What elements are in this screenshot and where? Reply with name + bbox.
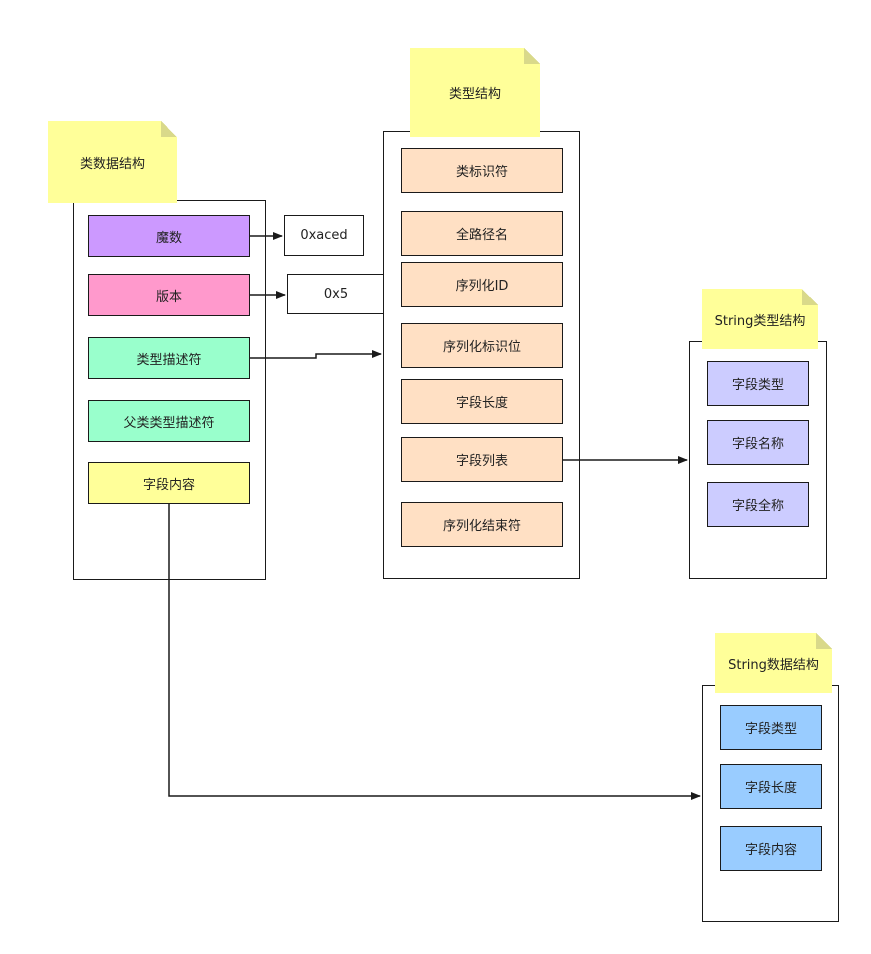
type-field-end-marker-label: 序列化结束符: [442, 519, 521, 534]
string-type-field-name: 字段名称: [707, 420, 809, 465]
string-type-field-fullname: 字段全称: [707, 482, 809, 527]
field-content-label: 字段内容: [142, 477, 195, 493]
field-type-descriptor: 类型描述符: [88, 337, 250, 379]
type-field-field-length: 字段长度: [401, 379, 563, 424]
field-type-descriptor-label: 类型描述符: [136, 352, 202, 368]
field-version: 版本: [88, 274, 250, 316]
version-value-label: 0x5: [323, 286, 349, 302]
class-data-note: 类数据结构: [48, 121, 177, 203]
magic-value-label: 0xaced: [300, 228, 348, 243]
version-value: 0x5: [287, 274, 385, 314]
magic-value: 0xaced: [284, 215, 364, 256]
string-type-note: String类型结构: [702, 289, 818, 349]
note-fold-icon: [816, 633, 832, 649]
field-version-label: 版本: [155, 289, 182, 305]
string-type-field-type: 字段类型: [707, 361, 809, 406]
string-data-note: String数据结构: [715, 633, 832, 693]
string-data-field-length-label: 字段长度: [744, 781, 797, 796]
type-field-serial-flag: 序列化标识位: [401, 323, 563, 368]
string-data-title: String数据结构: [728, 657, 819, 673]
class-data-container: [73, 200, 266, 580]
class-data-title: 类数据结构: [79, 156, 145, 172]
string-data-field-type: 字段类型: [720, 705, 822, 750]
field-parent-type-descriptor-label: 父类类型描述符: [123, 415, 215, 431]
type-field-full-path: 全路径名: [401, 211, 563, 256]
type-field-end-marker: 序列化结束符: [401, 502, 563, 547]
string-data-field-content-label: 字段内容: [744, 843, 797, 858]
field-magic: 魔数: [88, 215, 250, 257]
string-type-field-name-label: 字段名称: [731, 437, 784, 452]
type-field-class-id-label: 类标识符: [455, 165, 508, 180]
field-parent-type-descriptor: 父类类型描述符: [88, 400, 250, 442]
type-field-serial-flag-label: 序列化标识位: [442, 340, 521, 355]
type-struct-title: 类型结构: [448, 87, 501, 102]
type-struct-note: 类型结构: [410, 48, 540, 137]
field-magic-label: 魔数: [155, 230, 182, 246]
type-field-serial-id-label: 序列化ID: [455, 279, 509, 294]
note-fold-icon: [524, 48, 540, 64]
type-field-serial-id: 序列化ID: [401, 262, 563, 307]
type-field-field-length-label: 字段长度: [455, 396, 508, 411]
string-type-field-type-label: 字段类型: [731, 378, 784, 393]
string-data-field-content: 字段内容: [720, 826, 822, 871]
string-type-title: String类型结构: [714, 313, 806, 329]
string-data-field-length: 字段长度: [720, 764, 822, 809]
string-type-field-fullname-label: 字段全称: [731, 499, 784, 514]
type-field-field-list-label: 字段列表: [455, 454, 508, 469]
note-fold-icon: [161, 121, 177, 137]
type-field-class-id: 类标识符: [401, 148, 563, 193]
field-content: 字段内容: [88, 462, 250, 504]
string-data-field-type-label: 字段类型: [744, 722, 797, 737]
type-field-full-path-label: 全路径名: [455, 228, 508, 243]
note-fold-icon: [802, 289, 818, 305]
type-field-field-list: 字段列表: [401, 437, 563, 482]
arrow-type-descriptor-to-type-struct: [250, 350, 382, 359]
